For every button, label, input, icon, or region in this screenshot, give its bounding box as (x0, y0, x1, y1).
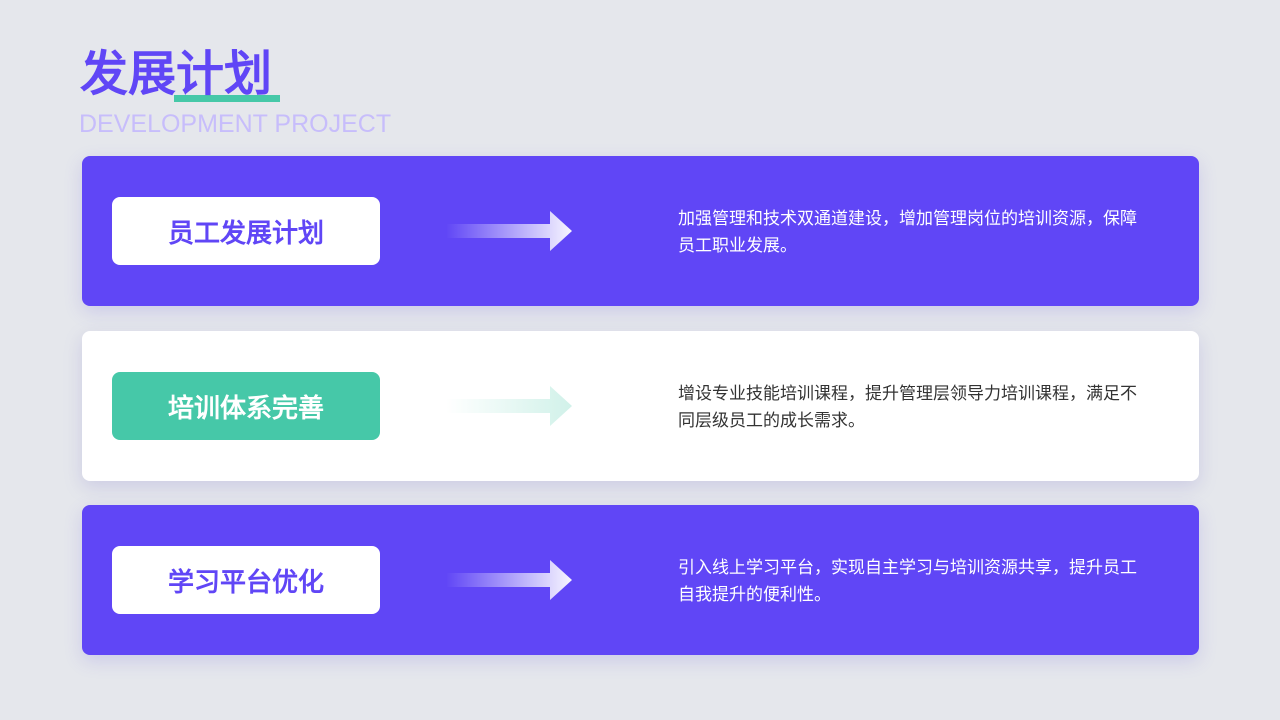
right-arrow-icon (446, 560, 572, 600)
plan-card-description: 增设专业技能培训课程，提升管理层领导力培训课程，满足不同层级员工的成长需求。 (678, 384, 1137, 431)
plan-card-learning-platform: 学习平台优化 引入线上学习平台，实现自主学习与培训资源共享，提升员工自我提升的便… (82, 505, 1199, 655)
page-title-text: 发展计划 (80, 46, 273, 102)
page-title: 发展计划 (80, 44, 280, 104)
page-subtitle: DEVELOPMENT PROJECT (79, 110, 392, 138)
plan-card-label: 员工发展计划 (112, 197, 380, 265)
plan-card-description: 引入线上学习平台，实现自主学习与培训资源共享，提升员工自我提升的便利性。 (678, 558, 1137, 605)
right-arrow-icon (446, 211, 572, 251)
right-arrow-icon (446, 386, 572, 426)
title-underline (174, 95, 280, 102)
plan-card-label: 培训体系完善 (112, 372, 380, 440)
plan-card-label: 学习平台优化 (112, 546, 380, 614)
plan-card-employee-development: 员工发展计划 加强管理和技术双通道建设，增加管理岗位的培训资源，保障员工职业发展… (82, 156, 1199, 306)
plan-card-training-system: 培训体系完善 增设专业技能培训课程，提升管理层领导力培训课程，满足不同层级员工的… (82, 331, 1199, 481)
title-block: 发展计划 (80, 44, 280, 104)
plan-card-description: 加强管理和技术双通道建设，增加管理岗位的培训资源，保障员工职业发展。 (678, 209, 1137, 256)
